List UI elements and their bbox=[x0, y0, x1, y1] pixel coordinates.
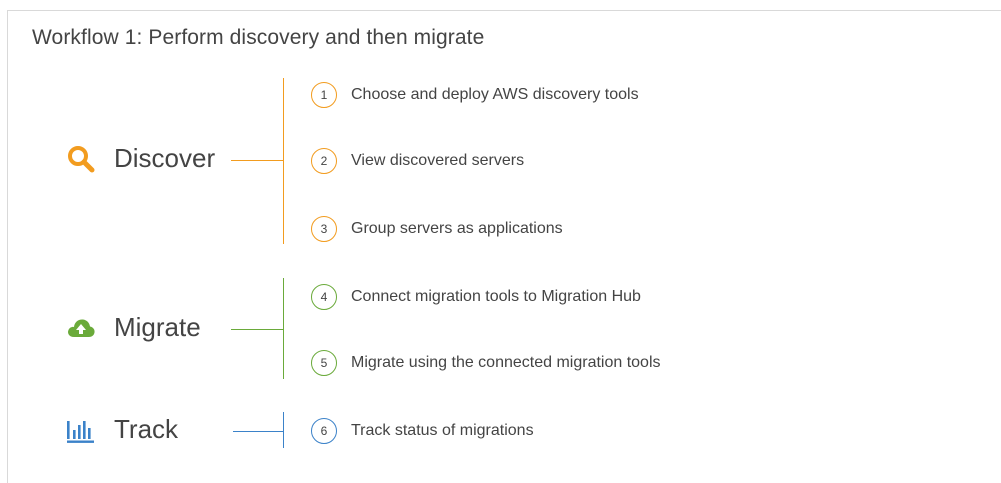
phase-discover: Discover bbox=[66, 143, 215, 174]
connector-migrate bbox=[231, 329, 283, 330]
step-number-badge: 5 bbox=[311, 350, 337, 376]
diagram-frame bbox=[7, 10, 1001, 483]
step-number-badge: 4 bbox=[311, 284, 337, 310]
connector-discover bbox=[231, 160, 283, 161]
step-label: Track status of migrations bbox=[351, 422, 534, 439]
step-label: View discovered servers bbox=[351, 152, 525, 169]
bracket-migrate bbox=[283, 278, 284, 379]
bar-chart-icon bbox=[67, 420, 94, 443]
step-3: 3 Group servers as applications bbox=[311, 216, 563, 242]
bracket-track bbox=[283, 412, 284, 448]
step-6: 6 Track status of migrations bbox=[311, 418, 534, 444]
step-label: Group servers as applications bbox=[351, 220, 563, 237]
step-5: 5 Migrate using the connected migration … bbox=[311, 350, 661, 376]
step-4: 4 Connect migration tools to Migration H… bbox=[311, 284, 641, 310]
bracket-discover bbox=[283, 78, 284, 244]
connector-track bbox=[233, 431, 283, 432]
step-label: Connect migration tools to Migration Hub bbox=[351, 288, 641, 305]
step-label: Choose and deploy AWS discovery tools bbox=[351, 86, 639, 103]
phase-label: Track bbox=[114, 414, 179, 444]
step-1: 1 Choose and deploy AWS discovery tools bbox=[311, 82, 639, 108]
cloud-upload-icon bbox=[68, 318, 95, 337]
step-2: 2 View discovered servers bbox=[311, 148, 524, 174]
step-number-badge: 6 bbox=[311, 418, 337, 444]
diagram-title: Workflow 1: Perform discovery and then m… bbox=[32, 26, 485, 49]
phase-label: Discover bbox=[114, 143, 216, 173]
phase-migrate: Migrate bbox=[66, 312, 201, 343]
step-number-badge: 3 bbox=[311, 216, 337, 242]
step-number-badge: 1 bbox=[311, 82, 337, 108]
step-number-badge: 2 bbox=[311, 148, 337, 174]
step-label: Migrate using the connected migration to… bbox=[351, 354, 661, 371]
phase-track: Track bbox=[66, 414, 178, 445]
search-icon bbox=[68, 145, 95, 172]
phase-label: Migrate bbox=[114, 312, 201, 342]
